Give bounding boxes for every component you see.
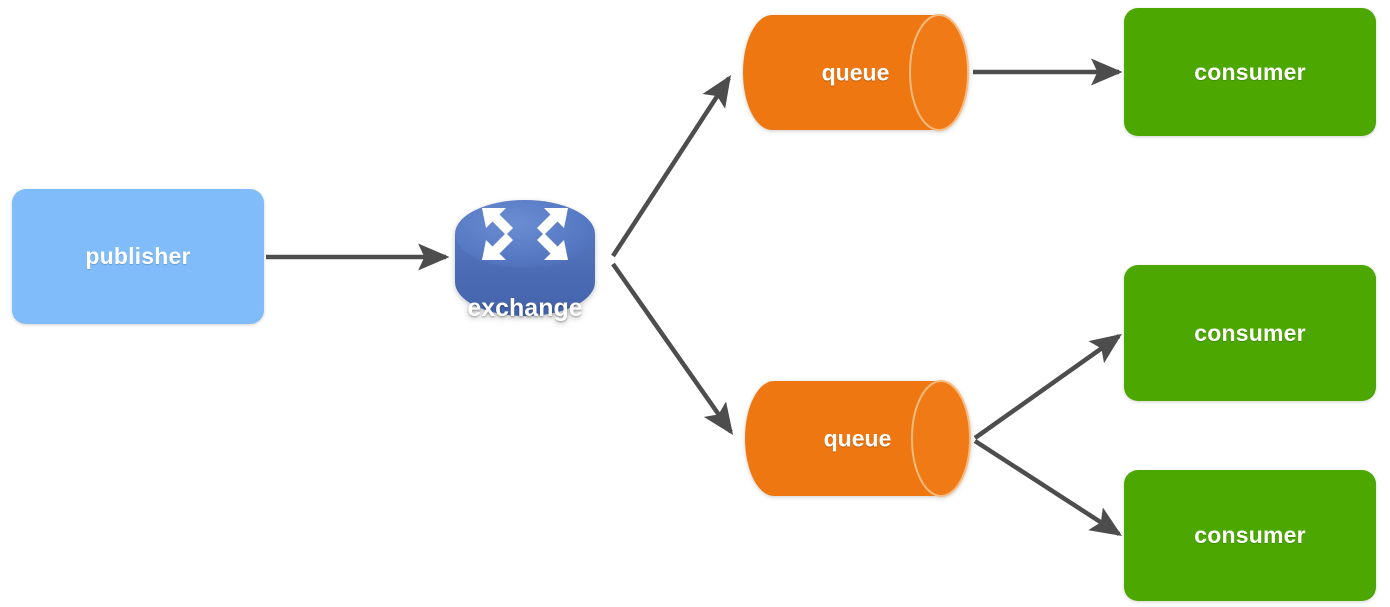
edge-exchange-to-queue-bottom <box>611 262 734 435</box>
node-consumer-top[interactable]: consumer <box>1124 8 1376 136</box>
node-publisher[interactable]: publisher <box>12 189 264 324</box>
node-consumer-bottom-label: consumer <box>1194 522 1306 548</box>
node-consumer-bottom[interactable]: consumer <box>1124 470 1376 601</box>
exchange-shape <box>455 200 595 316</box>
node-consumer-top-label: consumer <box>1194 58 1306 85</box>
edge-queue-bottom-to-consumer-middle <box>973 333 1122 440</box>
node-consumer-middle-label: consumer <box>1194 319 1306 346</box>
queue-bottom-shape <box>745 380 971 497</box>
queue-top-shape <box>743 14 969 131</box>
node-exchange[interactable]: exchange <box>452 186 598 327</box>
edge-exchange-to-queue-top <box>611 74 731 258</box>
node-queue-top[interactable]: queue <box>742 14 969 131</box>
node-publisher-label: publisher <box>85 243 191 269</box>
edge-queue-bottom-to-consumer-bottom <box>973 439 1123 536</box>
node-queue-bottom[interactable]: queue <box>744 380 971 497</box>
four-way-arrows-icon <box>482 208 568 260</box>
node-consumer-middle[interactable]: consumer <box>1124 265 1376 401</box>
